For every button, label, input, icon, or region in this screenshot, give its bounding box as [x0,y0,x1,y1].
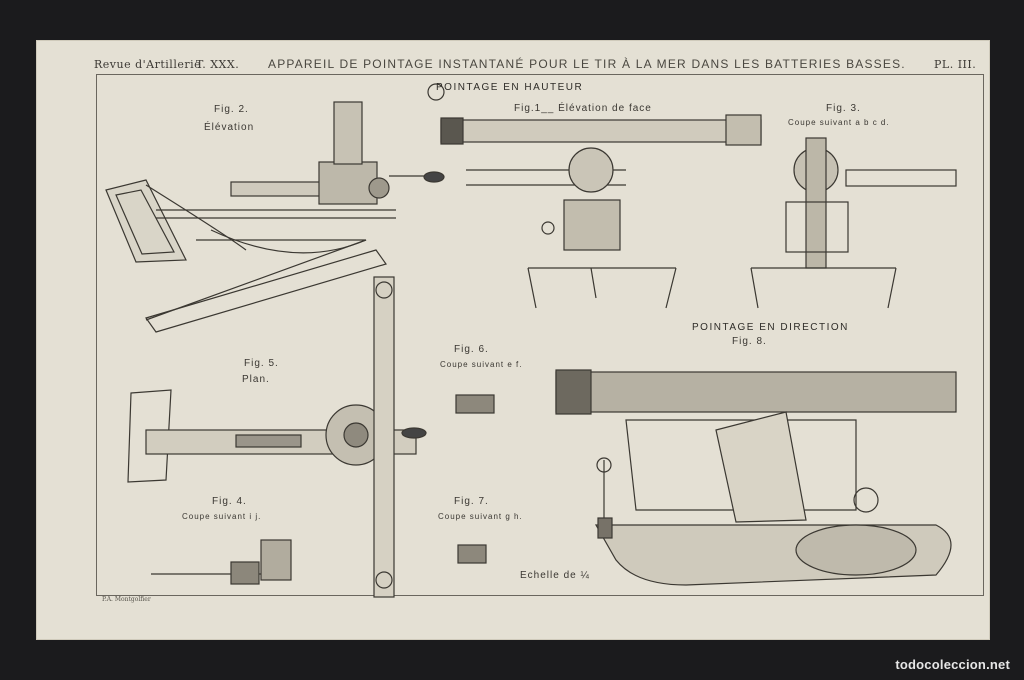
fig7-subcaption: Coupe suivant g h. [438,512,523,521]
fig6-subcaption: Coupe suivant e f. [440,360,523,369]
fig5-caption: Fig. 5. [244,358,279,369]
engraved-plate: Revue d'Artillerie T. XXX. APPAREIL DE P… [36,40,990,640]
fig8-caption: Fig. 8. [732,336,767,347]
fig8-drawing [555,369,957,586]
plate-frame [96,74,984,596]
watermark-logo: todocoleccion.net [895,657,1010,672]
section-heading-elevation: POINTAGE EN HAUTEUR [436,82,584,93]
fig4-subcaption: Coupe suivant i j. [182,512,262,521]
fig7-drawing [457,544,487,564]
plate-title: APPAREIL DE POINTAGE INSTANTANÉ POUR LE … [268,57,906,71]
fig6-caption: Fig. 6. [454,344,489,355]
fig1-drawing [440,114,762,309]
journal-name: Revue d'Artillerie [94,58,202,71]
section-heading-direction: POINTAGE EN DIRECTION [692,322,849,333]
fig1-caption: Fig.1__ Élévation de face [514,103,652,114]
fig3-drawing [750,137,957,309]
engraver-credit: P.A. Montgolfier [102,596,151,603]
plate-number: PL. III. [934,58,977,71]
fig4-drawing [151,539,292,585]
fig6-drawing [455,394,495,414]
fig2-drawing [105,83,445,333]
fig5-drawing [127,276,427,598]
volume-label: T. XXX. [196,58,240,71]
fig3-subcaption: Coupe suivant a b c d. [788,118,890,127]
mechanism-drawings [105,83,957,598]
fig2-caption: Fig. 2. [214,104,249,115]
fig3-caption: Fig. 3. [826,103,861,114]
fig2-subcaption: Élévation [204,122,255,133]
fig7-caption: Fig. 7. [454,496,489,507]
fig4-caption: Fig. 4. [212,496,247,507]
scale-label: Echelle de ¼ [520,570,590,581]
fig5-subcaption: Plan. [242,374,270,385]
